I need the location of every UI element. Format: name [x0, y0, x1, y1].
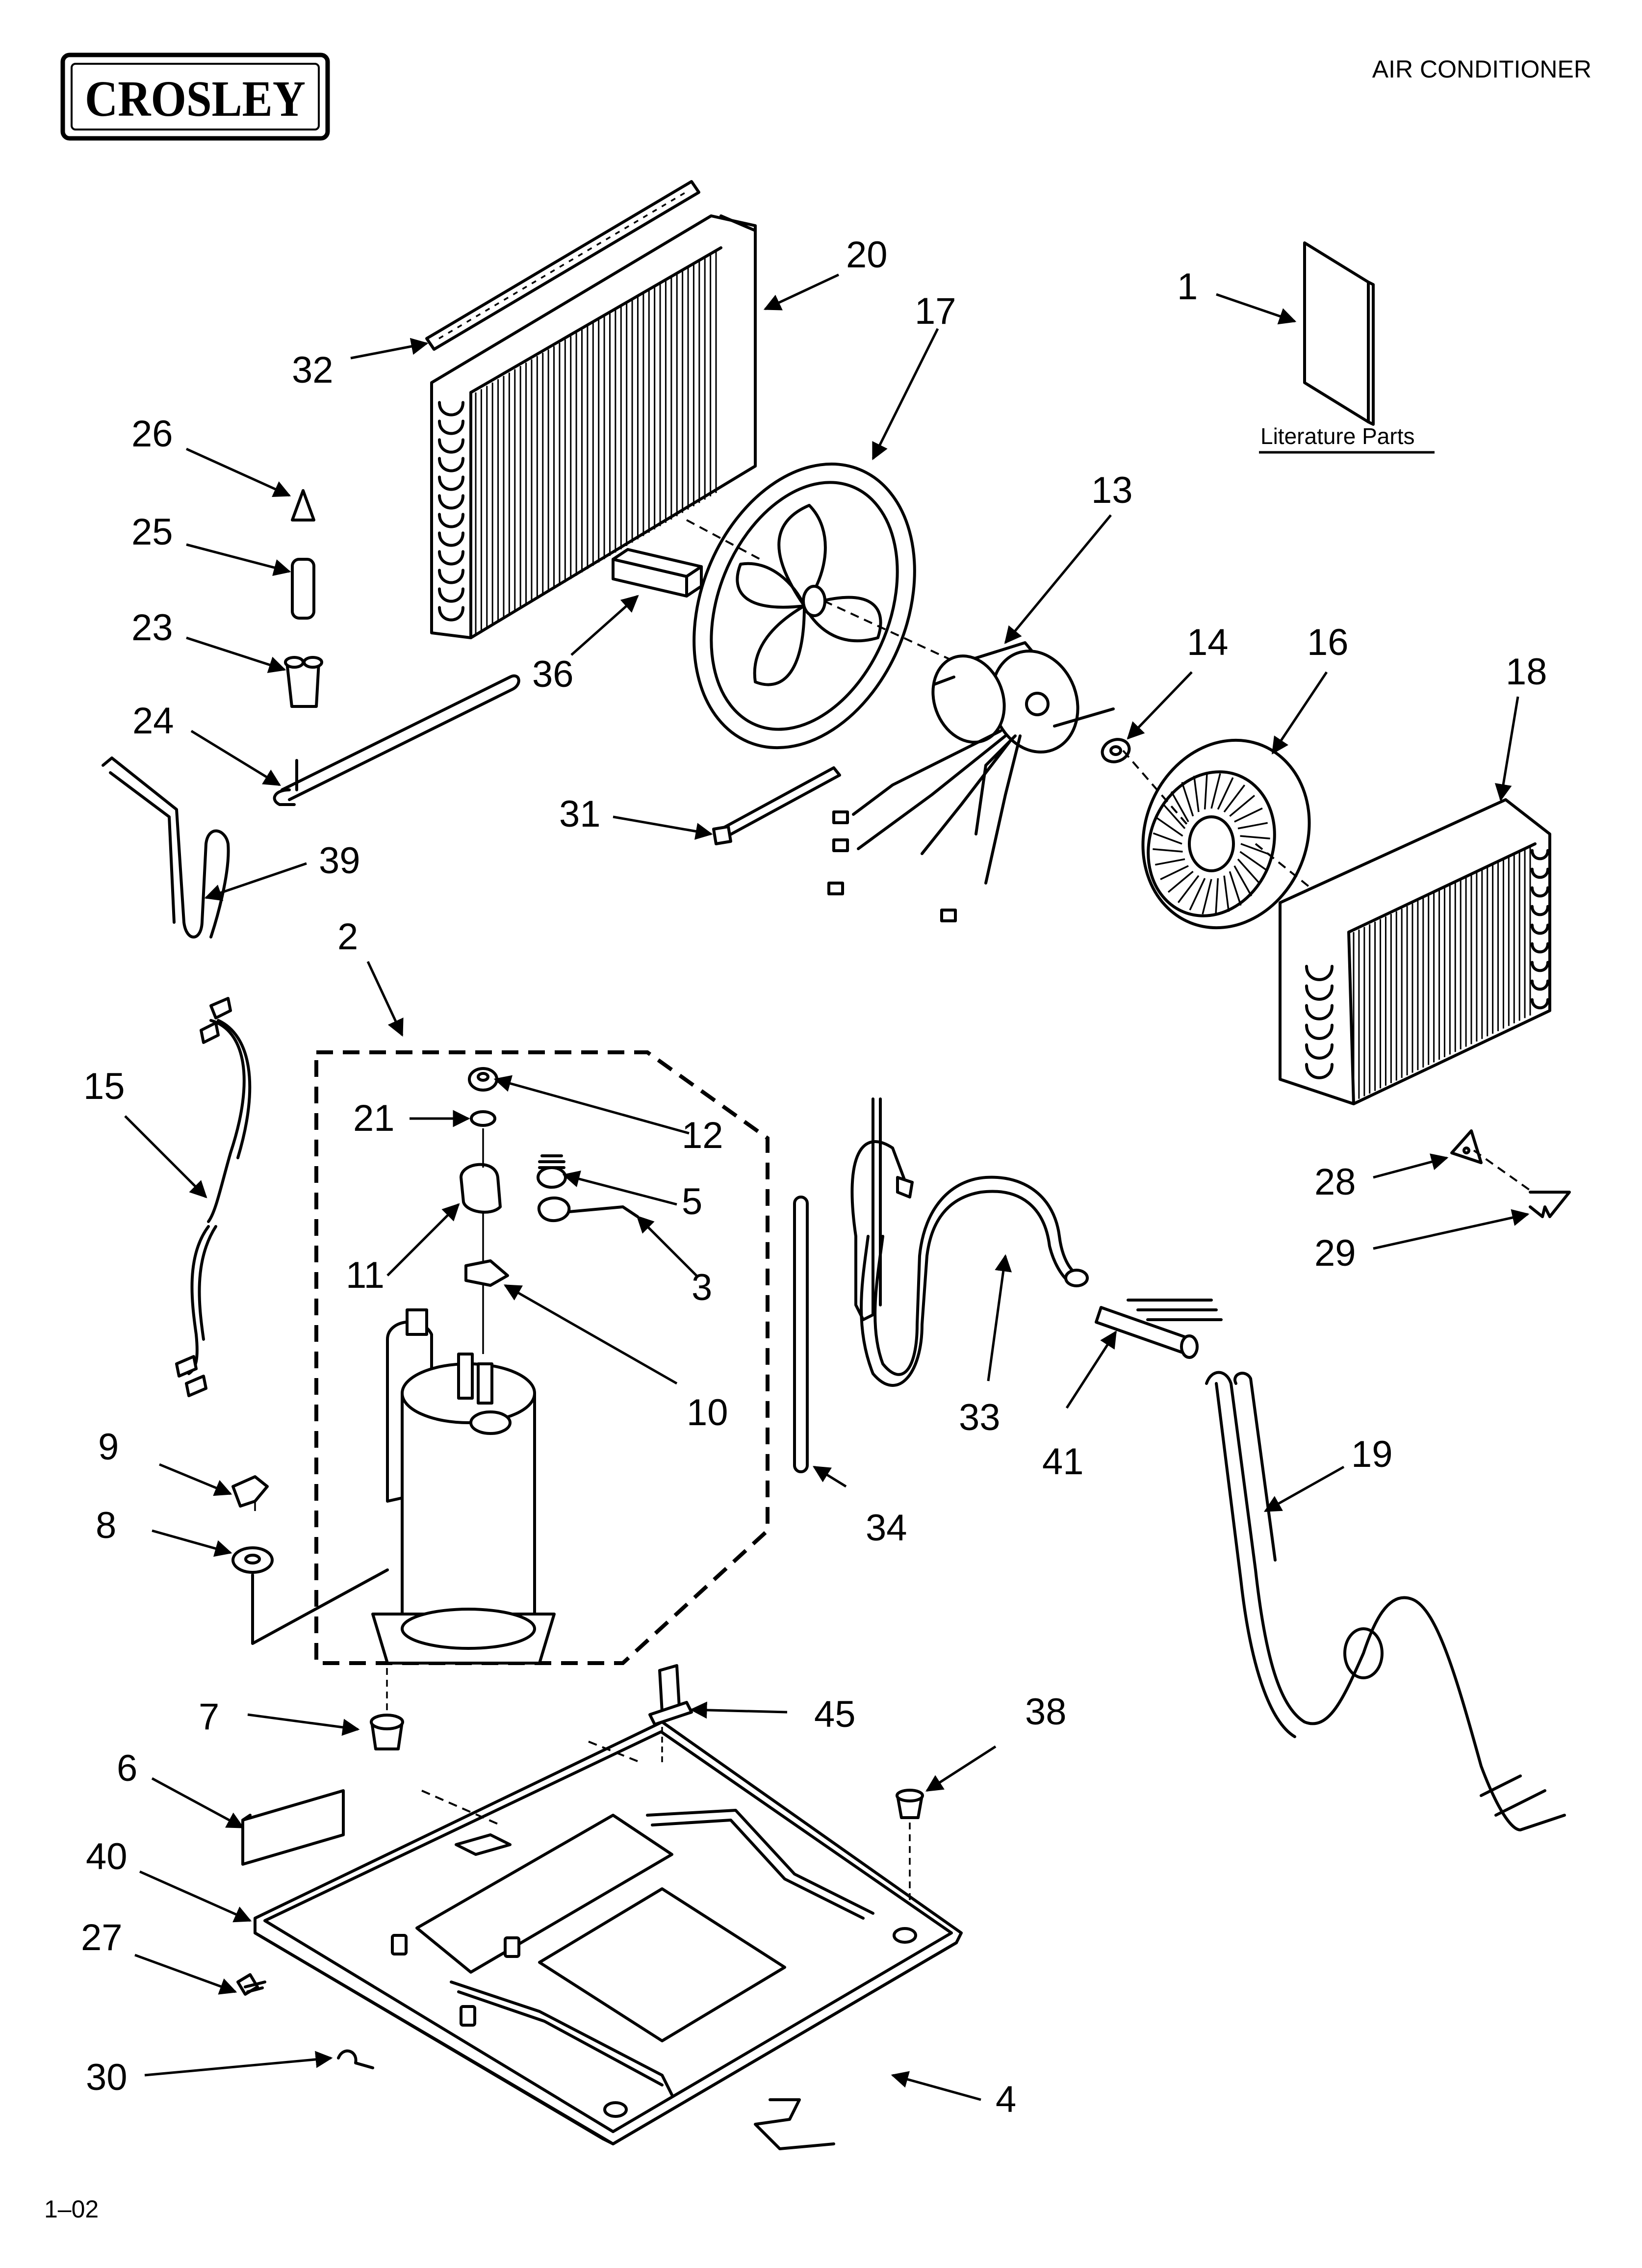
callout-2: 2: [337, 916, 358, 958]
callout-5: 5: [682, 1181, 702, 1223]
part-18-evaporator-coil: [1279, 798, 1551, 1105]
callout-33: 33: [959, 1397, 1001, 1438]
part-9-clip: [231, 1475, 269, 1511]
callout-45: 45: [814, 1694, 856, 1735]
part-33-refrigerant-tubing: [850, 1097, 1089, 1387]
part-28-clip: [1450, 1129, 1483, 1164]
part-39-bracket-wire: [102, 756, 230, 938]
part-8-grommet: [231, 1546, 389, 1645]
callout-31: 31: [559, 793, 601, 835]
part-1-literature: Literature Parts: [1259, 241, 1435, 454]
callout-30: 30: [86, 2057, 128, 2098]
footer-code: 1–02: [44, 2195, 99, 2223]
callout-19: 19: [1351, 1434, 1393, 1475]
part-4-base-frame: [754, 2098, 835, 2150]
callout-11: 11: [346, 1254, 385, 1296]
leader-arrows: [124, 273, 1530, 2101]
callout-29: 29: [1314, 1232, 1356, 1274]
callout-7: 7: [199, 1696, 219, 1738]
callout-12: 12: [682, 1115, 723, 1156]
callout-8: 8: [96, 1505, 116, 1546]
part-14-nut: [1101, 738, 1131, 763]
callout-34: 34: [866, 1507, 907, 1549]
callout-28: 28: [1314, 1161, 1356, 1203]
header-title: AIR CONDITIONER: [1372, 55, 1591, 83]
callout-1: 1: [1177, 266, 1198, 308]
part-31-cable-tie: [712, 766, 841, 845]
part-24-heater: [273, 674, 520, 806]
part-29-clip: [1473, 1149, 1571, 1218]
callout-40: 40: [86, 1836, 128, 1877]
part-19-tubing: [1205, 1371, 1566, 1831]
part-38-plug: [896, 1789, 924, 1903]
part-26-cap: [291, 489, 315, 521]
part-41-manifold: [1095, 1299, 1223, 1359]
callout-4: 4: [996, 2079, 1016, 2120]
callout-16: 16: [1307, 622, 1349, 663]
part-7-grommet: [370, 1668, 404, 1750]
callout-15: 15: [83, 1066, 125, 1107]
callout-13: 13: [1091, 469, 1133, 511]
callout-6: 6: [117, 1747, 137, 1789]
callout-3: 3: [692, 1267, 712, 1308]
part-2-compressor-assembly: [314, 1050, 770, 1665]
part-34-drain-tube: [793, 1196, 809, 1473]
callout-26: 26: [131, 413, 173, 455]
callout-41: 41: [1042, 1441, 1084, 1483]
part-23-tube-connector: [284, 656, 323, 708]
callout-32: 32: [292, 349, 334, 391]
callout-39: 39: [319, 840, 360, 882]
callout-18: 18: [1506, 651, 1547, 693]
part-32-seal-strip: [425, 180, 700, 351]
callout-10: 10: [687, 1392, 728, 1434]
part-40-base-pan: [254, 1721, 963, 2145]
callout-14: 14: [1187, 622, 1229, 663]
brand-logo-text: CROSLEY: [85, 71, 306, 127]
callout-36: 36: [532, 653, 574, 695]
callout-20: 20: [846, 234, 888, 276]
callout-25: 25: [131, 511, 173, 553]
part-36-block: [612, 548, 703, 598]
callout-21: 21: [353, 1097, 395, 1139]
part-15-wire-harness: [175, 997, 252, 1397]
part-13-fan-motor: [827, 641, 1115, 922]
brand-logo: CROSLEY: [60, 52, 330, 141]
literature-parts-label: Literature Parts: [1260, 423, 1414, 449]
part-27-screw: [236, 1973, 266, 1996]
part-20-condenser-coil: [430, 214, 757, 639]
part-25-capillary: [291, 558, 315, 620]
part-45-clip: [648, 1664, 693, 1766]
callout-38: 38: [1025, 1691, 1067, 1733]
part-6-pad: [241, 1789, 345, 1866]
callout-numbers: 1 2 3 4 5 6 7 8 9 10 11 12 13 14 15 16 1…: [81, 234, 1547, 2120]
callout-17: 17: [915, 290, 956, 332]
callout-23: 23: [131, 607, 173, 649]
callout-24: 24: [132, 700, 174, 742]
part-30-clip: [337, 2049, 374, 2069]
callout-9: 9: [98, 1426, 119, 1468]
part-17-fan-blade: [686, 462, 957, 750]
callout-27: 27: [81, 1917, 123, 1958]
